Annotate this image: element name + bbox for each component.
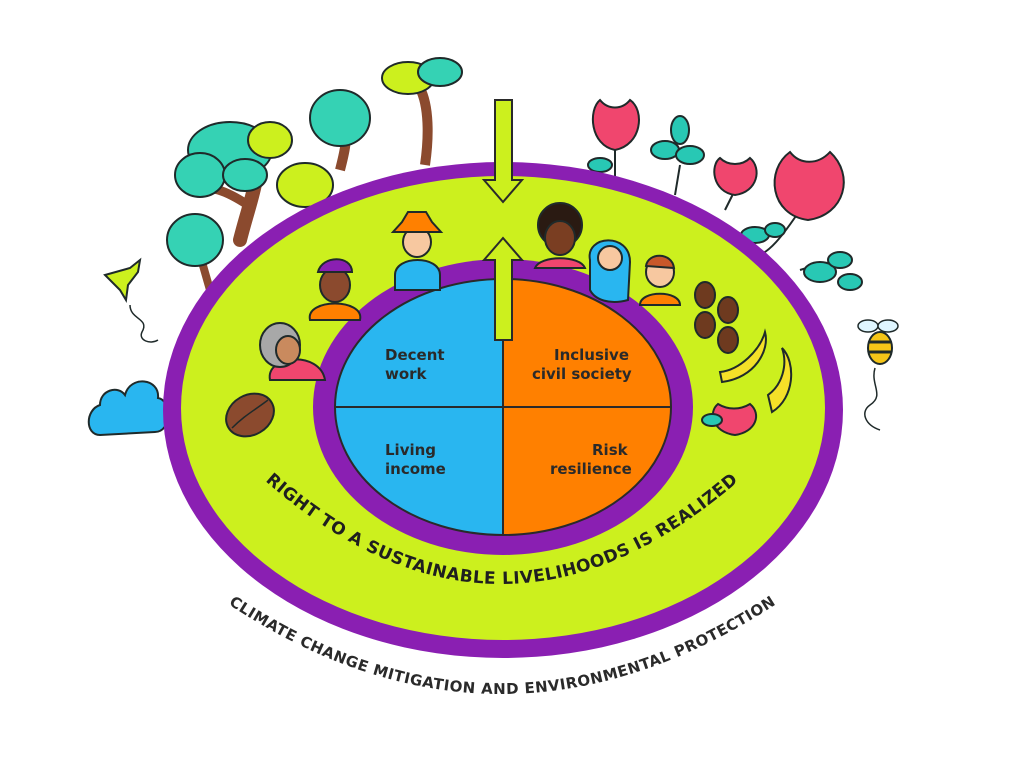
label-decent-work: Decent work xyxy=(385,346,450,383)
cloud-icon xyxy=(87,380,170,437)
person-farmer xyxy=(390,211,444,291)
roses-illustration xyxy=(587,98,863,291)
down-arrow-icon xyxy=(481,99,525,204)
bee-icon xyxy=(857,319,899,431)
label-living-income: Living income xyxy=(385,441,446,478)
people-illustration xyxy=(259,202,682,381)
trees-illustration xyxy=(166,57,463,292)
hummingbird-icon xyxy=(103,257,159,343)
person-baby xyxy=(588,239,632,303)
coffee-beans-icon xyxy=(694,281,739,354)
rose-bud-icon xyxy=(701,402,758,437)
bananas-icon xyxy=(718,328,793,414)
person-child xyxy=(638,254,682,306)
person-woman-headwrap xyxy=(308,258,362,321)
up-arrow-icon xyxy=(481,236,525,341)
person-elderly xyxy=(259,322,327,381)
label-risk-resilience: Risk resilience xyxy=(550,441,633,478)
label-inclusive-civil-society: Inclusive civil society xyxy=(532,346,634,383)
cocoa-pod-icon xyxy=(225,392,275,438)
person-woman-curly xyxy=(533,202,587,269)
